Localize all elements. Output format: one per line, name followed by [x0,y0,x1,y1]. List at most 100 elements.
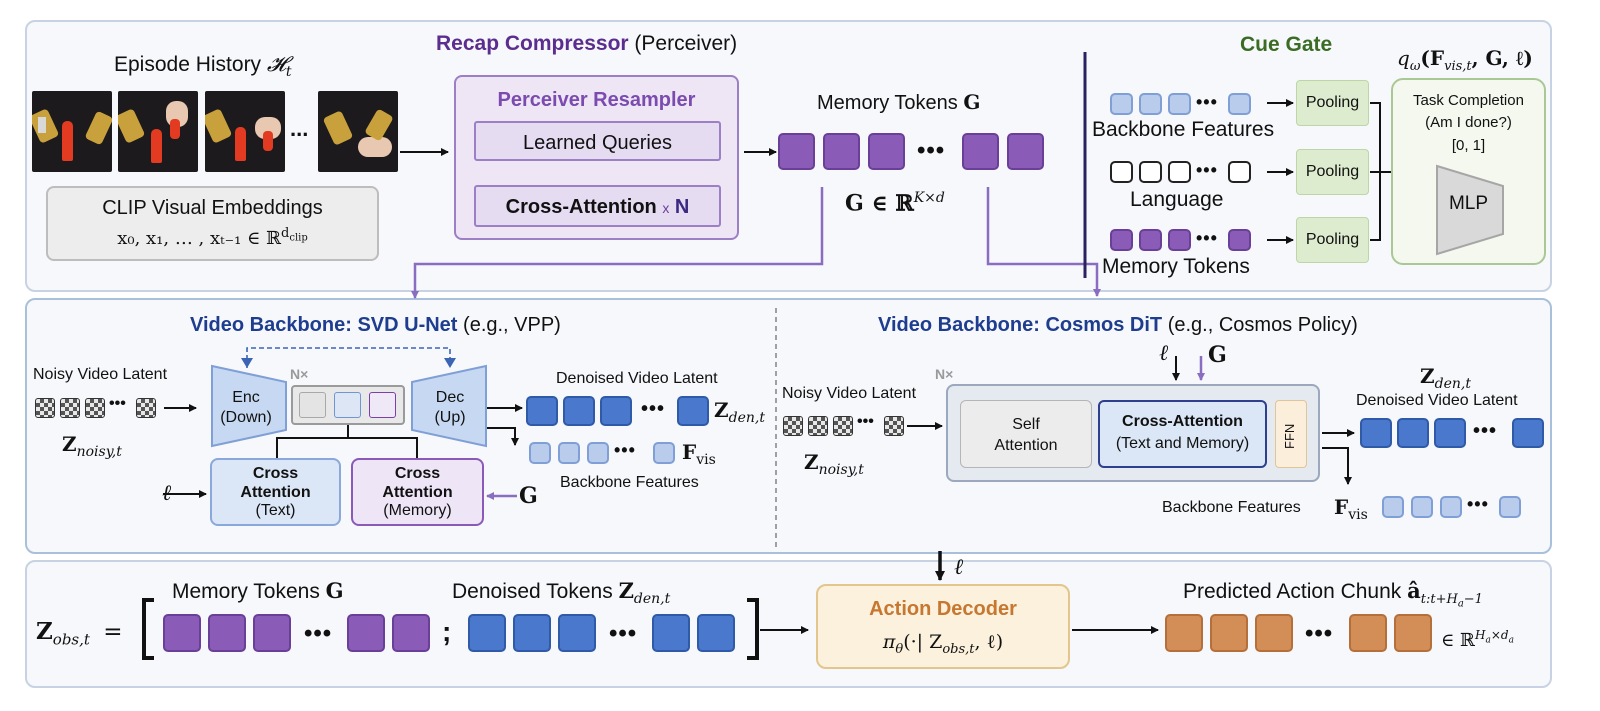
action-decoder-box: Action Decoder πθ(·| Zobs,t, ℓ) [816,584,1070,669]
cue-language-token-1 [1110,161,1133,183]
svd-cross-text-sub: (Text) [255,502,296,519]
svd-feat-token-3 [587,442,609,464]
mlp-label: MLP [1448,193,1489,214]
cue-backbone-token-1 [1110,93,1133,115]
predicted-action-label: Predicted Action Chunk ât:t+Ha−1 [1183,578,1483,610]
svd-feat-ellipsis: ••• [614,440,636,460]
mlp-trapezoid [1436,164,1504,256]
svd-z-den: Zden,t [714,398,765,426]
svd-f-vis: Fvis [682,440,716,468]
svd-title: Video Backbone: SVD U-Net (e.g., VPP) [190,314,561,336]
decoder-label: Dec(Up) [434,389,466,426]
am-i-done-label: (Am I done?) [1425,114,1512,131]
task-completion-label: Task Completion [1413,92,1524,109]
svd-den-token-4 [677,396,709,426]
cue-language-ellipsis: ••• [1196,160,1218,180]
svd-den-token-2 [563,396,595,426]
action-decoder-formula: πθ(·| Zobs,t, ℓ) [882,631,1004,657]
action-token-2 [1210,614,1248,652]
pooling-memory: Pooling [1296,217,1369,263]
cosmos-den-token-3 [1434,418,1466,448]
svd-noisy-patch-3 [85,398,105,418]
obs-den-ellipsis: ••• [609,620,638,647]
cue-language-token-2 [1139,161,1162,183]
obs-den-token-5 [697,614,735,652]
cosmos-feat-token-3 [1440,496,1462,518]
svd-block-3 [369,392,396,418]
pooling-backbone-label: Pooling [1305,94,1360,111]
cue-memory-token-1 [1110,229,1133,251]
history-frame-2 [118,91,198,172]
action-space-formula: ∈ ℝHa×da [1441,628,1514,651]
svd-block-1 [299,392,326,418]
cosmos-feat-token-2 [1411,496,1433,518]
learned-queries-label: Learned Queries [523,132,672,154]
action-token-4 [1349,614,1387,652]
svd-cross-mem-sub: (Memory) [383,502,452,519]
cosmos-ffn: FFN [1275,400,1307,468]
cue-gate-q-formula: qω(Fvis,t, G, ℓ) [1397,46,1533,74]
cue-backbone-label: Backbone Features [1092,118,1275,141]
svd-noisy-patch-2 [60,398,80,418]
pooling-language: Pooling [1296,149,1369,195]
cosmos-g: G [1208,342,1227,368]
cosmos-noisy-patch-2 [808,416,828,436]
cue-memory-token-4 [1228,229,1251,251]
task-completion-box: Task Completion (Am I done?) [0, 1] MLP [1391,78,1546,265]
svd-den-token-1 [526,396,558,426]
frames-ellipsis: ... [290,116,309,141]
cosmos-noisy-patch-1 [783,416,803,436]
obs-semicolon: ; [442,616,452,647]
memory-token-2 [823,133,860,170]
cosmos-den-token-4 [1512,418,1544,448]
cosmos-ffn-label: FFN [1282,423,1297,449]
perceiver-resampler-box: Perceiver Resampler Learned Queries Cros… [454,75,739,240]
cue-backbone-ellipsis: ••• [1196,92,1218,112]
cosmos-denoised-label: Denoised Video Latent [1356,392,1518,409]
decoder-ell: ℓ [954,555,964,580]
memory-token-3 [868,133,905,170]
cosmos-noisy-patch-3 [833,416,853,436]
action-ellipsis: ••• [1305,620,1334,647]
cue-language-token-3 [1168,161,1191,183]
cue-gate-title: Cue Gate [1240,33,1333,56]
memory-tokens-label: Memory Tokens G [817,90,981,114]
history-frame-3 [205,91,285,172]
svd-block-2 [334,392,361,418]
cue-backbone-token-3 [1168,93,1191,115]
svd-g: G [519,483,538,509]
learned-queries-box: Learned Queries [474,121,721,161]
pooling-language-label: Pooling [1305,163,1360,180]
obs-den-token-1 [468,614,506,652]
range-label: [0, 1] [1451,137,1486,154]
memory-token-1 [778,133,815,170]
svd-denoised-label: Denoised Video Latent [556,370,718,387]
cosmos-noisy-ellipsis: ••• [857,413,874,430]
cue-backbone-token-2 [1139,93,1162,115]
svd-backbone-features-label: Backbone Features [560,474,699,491]
svd-den-ellipsis: ••• [641,398,666,420]
episode-history-label: Episode History 𝓗t [114,52,292,81]
obs-memory-token-5 [392,614,430,652]
cosmos-cross-attention-title: Cross-Attention [1122,413,1243,430]
z-obs-label: Zobs,t = [36,618,123,649]
obs-brackets [142,598,759,660]
history-frame-4 [318,91,398,172]
cosmos-title: Video Backbone: Cosmos DiT (e.g., Cosmos… [878,314,1358,336]
cosmos-z-den: Zden,t [1420,364,1471,392]
cue-memory-token-2 [1139,229,1162,251]
svd-noisy-patch-4 [136,398,156,418]
resampler-cross-attention-label: Cross-Attention x N [505,196,690,218]
cue-memory-ellipsis: ••• [1196,228,1218,248]
svd-feat-token-2 [558,442,580,464]
svd-noisy-patch-1 [35,398,55,418]
action-token-1 [1165,614,1203,652]
svd-feat-token-4 [653,442,675,464]
svd-block-group [291,385,405,425]
resampler-cross-attention-box: Cross-Attention x N [474,185,721,227]
cosmos-cross-attention-sub: (Text and Memory) [1115,435,1250,452]
svd-z-noisy: Znoisy,t [62,432,122,460]
